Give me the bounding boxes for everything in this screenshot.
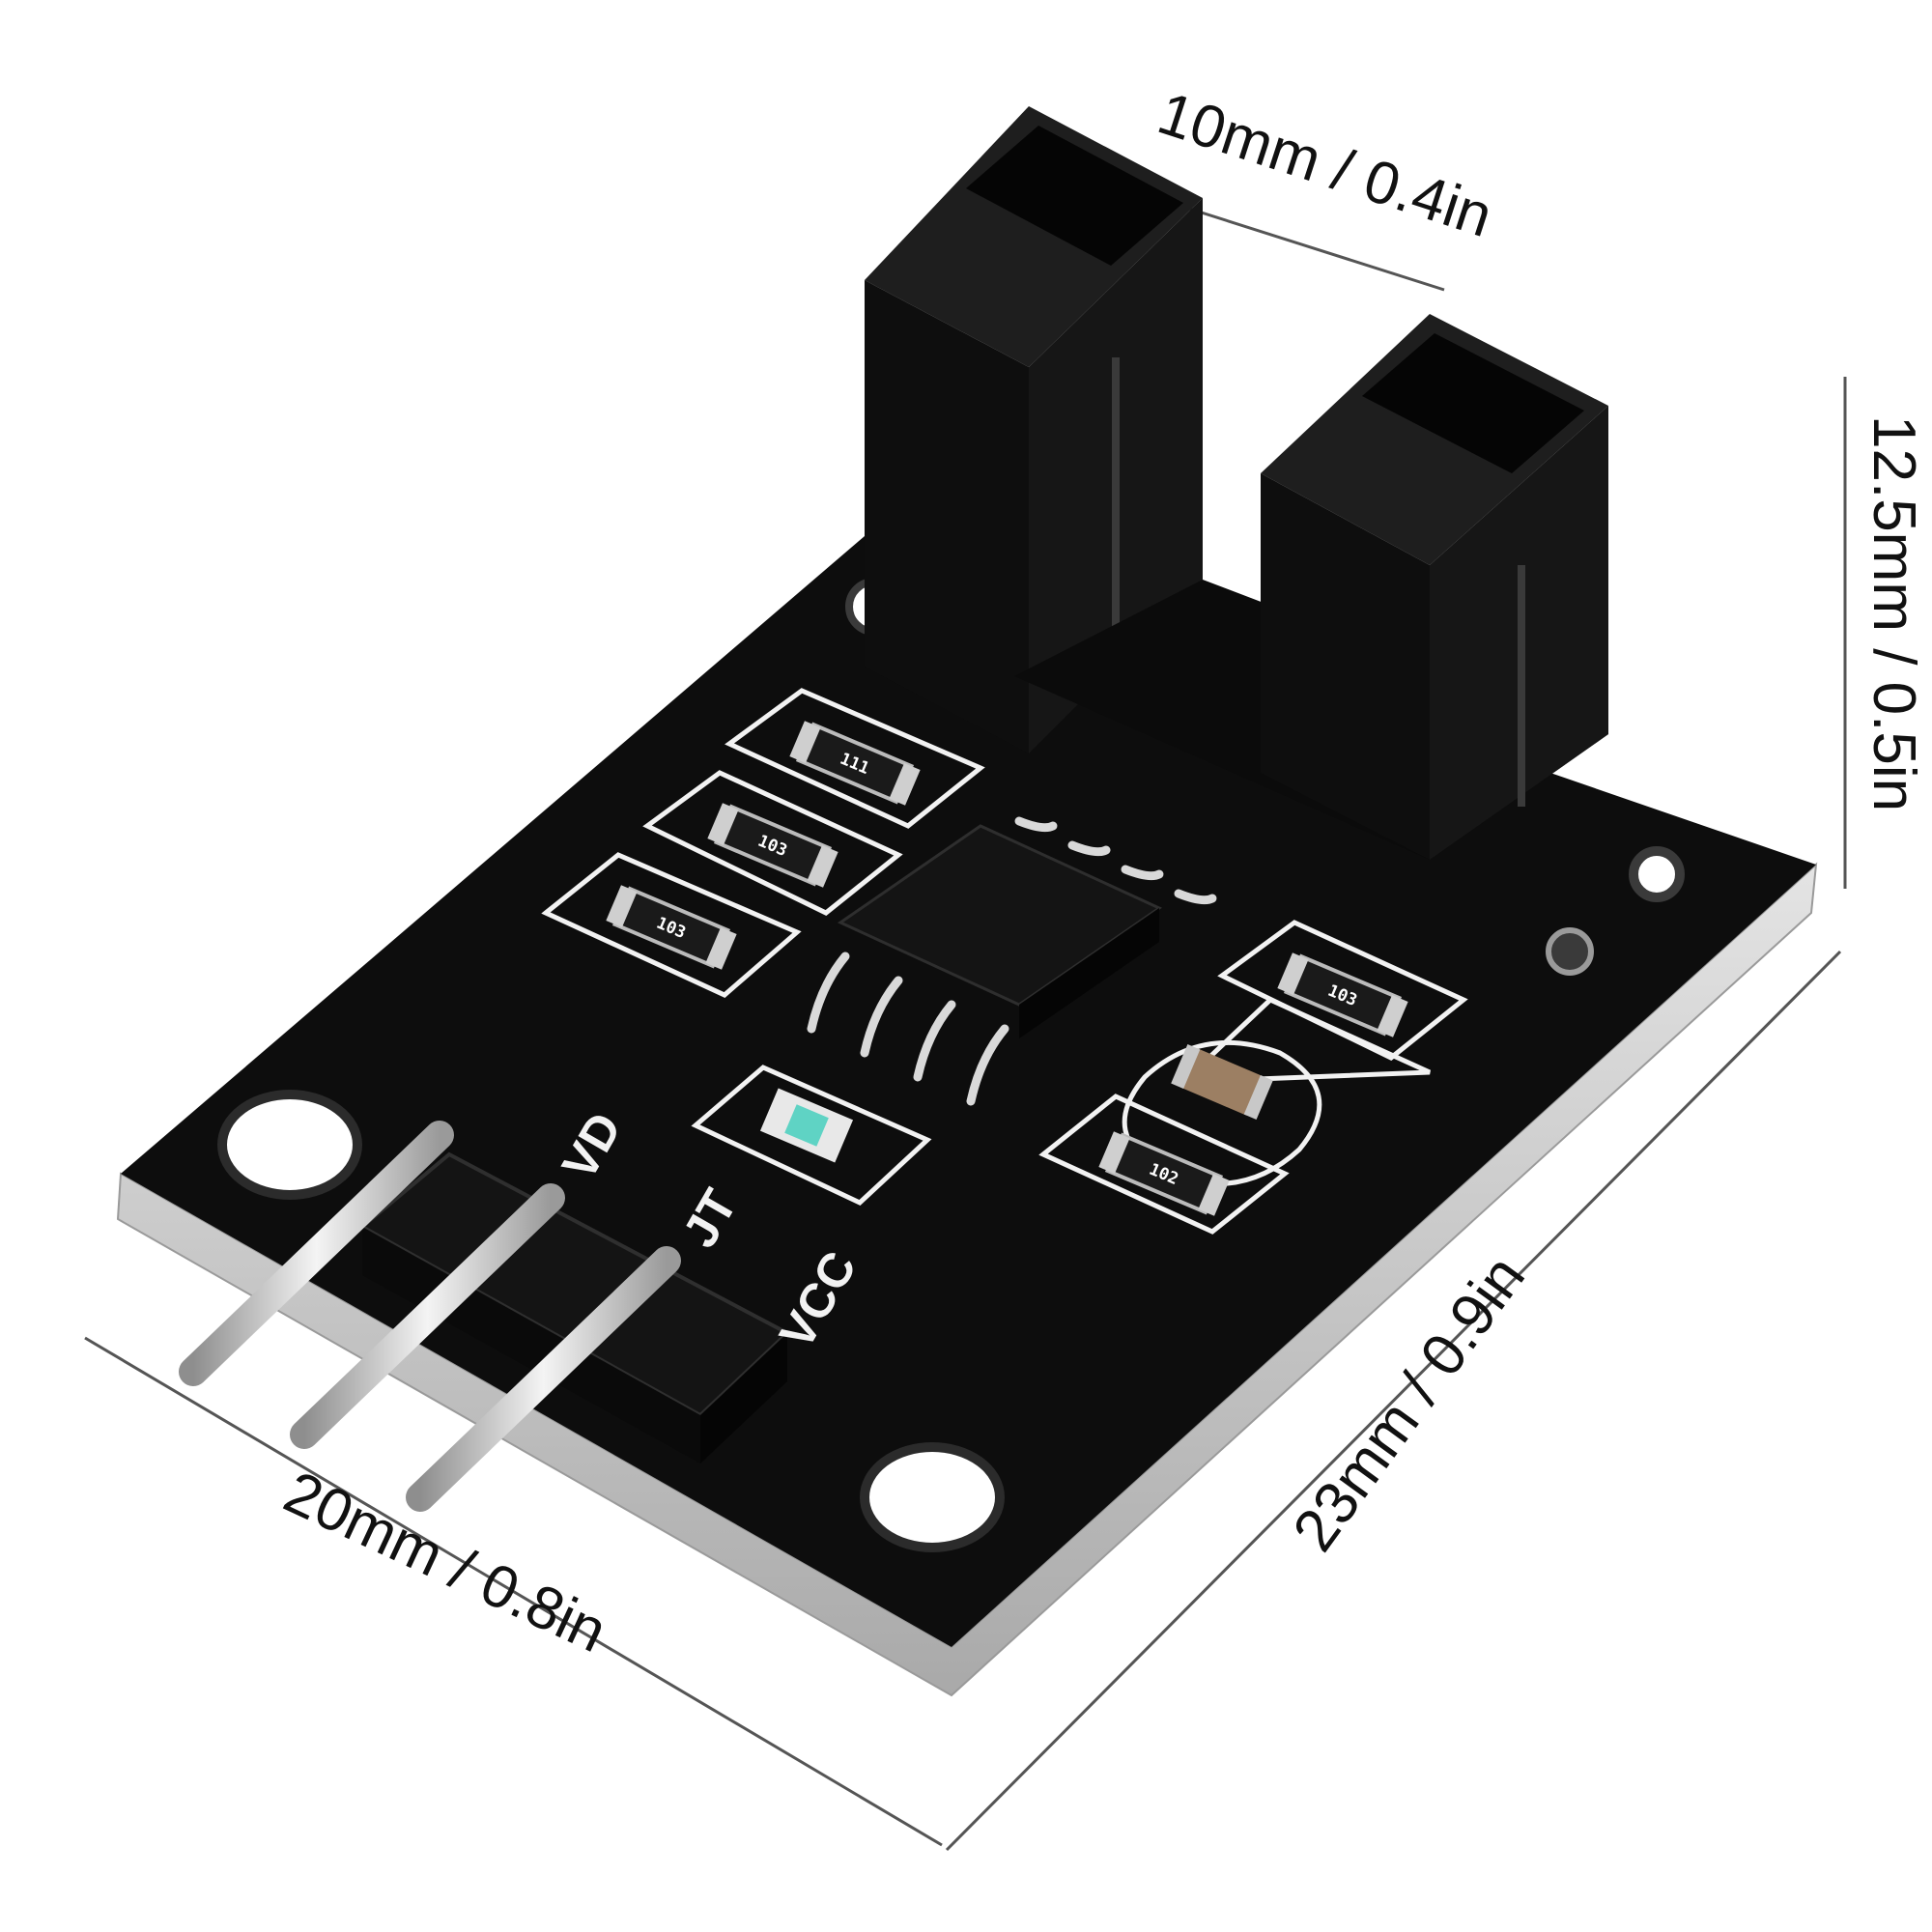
status-led bbox=[759, 1088, 854, 1163]
resistor-r1: 111 bbox=[789, 721, 921, 806]
dimension-lines bbox=[84, 186, 1847, 1852]
smd-resistors: 111 103 103 103 102 bbox=[606, 721, 1408, 1216]
dim-label-height: 12.5mm / 0.5in bbox=[1861, 415, 1927, 811]
via-right-1 bbox=[1629, 846, 1685, 902]
mounting-hole-bottom bbox=[860, 1442, 1005, 1552]
pin-header bbox=[179, 1121, 791, 1512]
dim-line-board-width bbox=[84, 1336, 943, 1847]
via-right-2 bbox=[1546, 927, 1594, 976]
slotted-optical-sensor bbox=[865, 106, 1608, 860]
resistor-r5: 102 bbox=[1098, 1131, 1230, 1216]
ic-chip bbox=[807, 816, 1217, 1106]
mounting-hole-left bbox=[217, 1090, 362, 1200]
pin-1 bbox=[179, 1121, 454, 1386]
resistor-r4: 103 bbox=[1277, 952, 1408, 1037]
resistor-r2: 103 bbox=[707, 803, 838, 888]
capacitor bbox=[1171, 1043, 1273, 1121]
silkscreen-outlines bbox=[541, 688, 1468, 1235]
resistor-r3: 103 bbox=[606, 885, 737, 970]
dim-line-board-length bbox=[945, 950, 1842, 1852]
pin-2 bbox=[290, 1183, 565, 1449]
pin-3 bbox=[406, 1246, 681, 1512]
